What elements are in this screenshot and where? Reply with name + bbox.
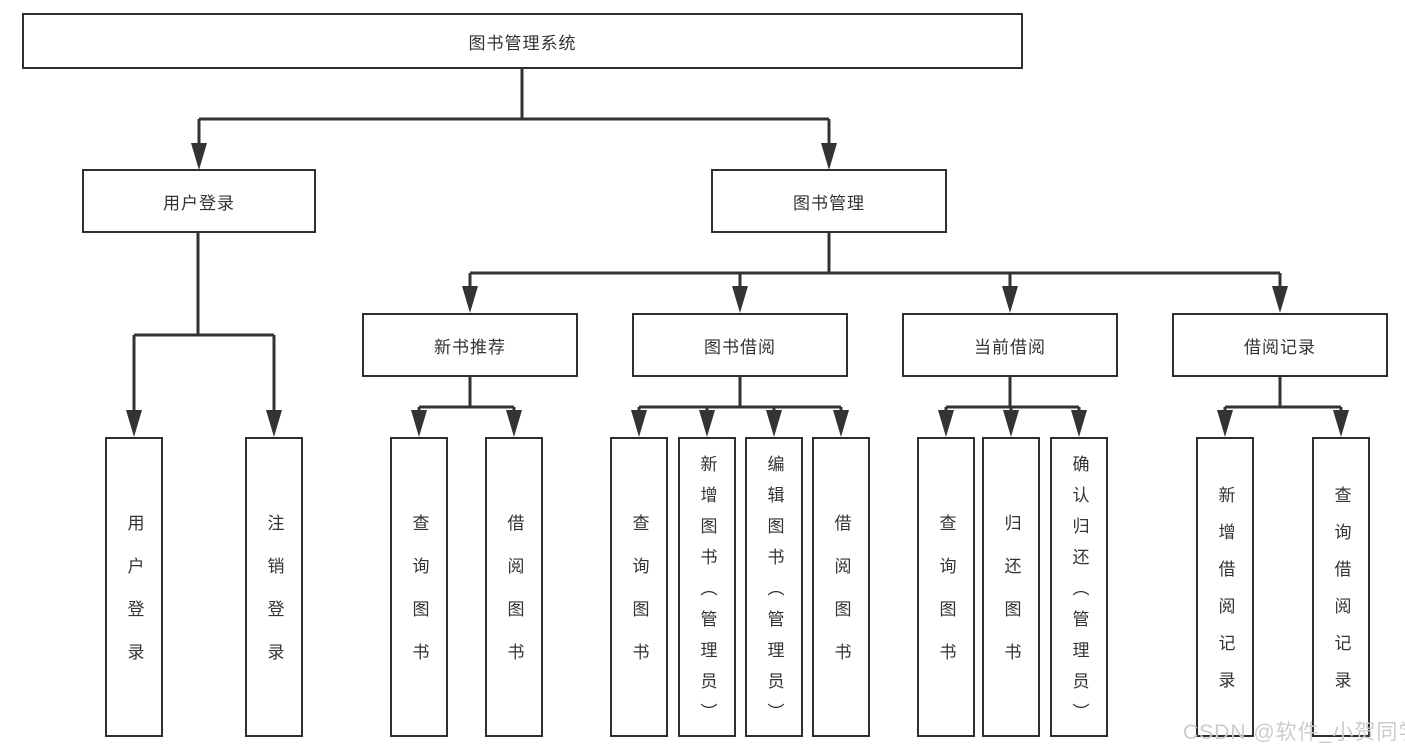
node-borrow-records-label: 借阅记录 <box>1244 337 1316 357</box>
node-book-management-branch-label: 图书管理 <box>793 193 865 213</box>
leaf-user-login: 用户登录 <box>105 437 163 737</box>
node-book-borrow: 图书借阅 <box>632 313 848 377</box>
node-book-borrow-label: 图书借阅 <box>704 337 776 357</box>
leaf-query-books-1: 查询图书 <box>390 437 448 737</box>
leaf-query-books-2-label: 查询图书 <box>629 514 649 686</box>
node-book-management-branch: 图书管理 <box>711 169 947 233</box>
leaf-edit-book-admin: 编辑图书（管理员） <box>745 437 803 737</box>
arrowhead-icons <box>126 143 1349 437</box>
node-root: 图书管理系统 <box>22 13 1023 69</box>
leaf-return-books-label: 归还图书 <box>1001 514 1021 686</box>
leaf-logout-label: 注销登录 <box>264 514 284 686</box>
leaf-return-books: 归还图书 <box>982 437 1040 737</box>
leaf-edit-book-admin-label: 编辑图书（管理员） <box>764 454 784 734</box>
leaf-borrow-books-2-label: 借阅图书 <box>831 514 851 686</box>
leaf-query-books-1-label: 查询图书 <box>409 514 429 686</box>
leaf-query-borrow-record-label: 查询借阅记录 <box>1331 486 1351 708</box>
leaf-add-book-admin: 新增图书（管理员） <box>678 437 736 737</box>
leaf-borrow-books-1-label: 借阅图书 <box>504 514 524 686</box>
leaf-add-book-admin-label: 新增图书（管理员） <box>697 454 717 734</box>
leaf-logout: 注销登录 <box>245 437 303 737</box>
leaf-query-books-2: 查询图书 <box>610 437 668 737</box>
leaf-query-books-3: 查询图书 <box>917 437 975 737</box>
node-user-login-branch-label: 用户登录 <box>163 193 235 213</box>
leaf-query-borrow-record: 查询借阅记录 <box>1312 437 1370 737</box>
node-new-book-recommend: 新书推荐 <box>362 313 578 377</box>
leaf-add-borrow-record: 新增借阅记录 <box>1196 437 1254 737</box>
leaf-add-borrow-record-label: 新增借阅记录 <box>1215 486 1235 708</box>
node-root-label: 图书管理系统 <box>468 33 577 53</box>
node-current-borrow-label: 当前借阅 <box>974 337 1046 357</box>
leaf-query-books-3-label: 查询图书 <box>936 514 956 686</box>
leaf-borrow-books-2: 借阅图书 <box>812 437 870 737</box>
node-borrow-records: 借阅记录 <box>1172 313 1388 377</box>
node-new-book-recommend-label: 新书推荐 <box>434 337 506 357</box>
node-current-borrow: 当前借阅 <box>902 313 1118 377</box>
leaf-confirm-return-admin-label: 确认归还（管理员） <box>1069 454 1089 734</box>
node-user-login-branch: 用户登录 <box>82 169 316 233</box>
leaf-borrow-books-1: 借阅图书 <box>485 437 543 737</box>
watermark: CSDN @软件_小贺同学 <box>1183 721 1405 744</box>
leaf-user-login-label: 用户登录 <box>124 514 144 686</box>
leaf-confirm-return-admin: 确认归还（管理员） <box>1050 437 1108 737</box>
